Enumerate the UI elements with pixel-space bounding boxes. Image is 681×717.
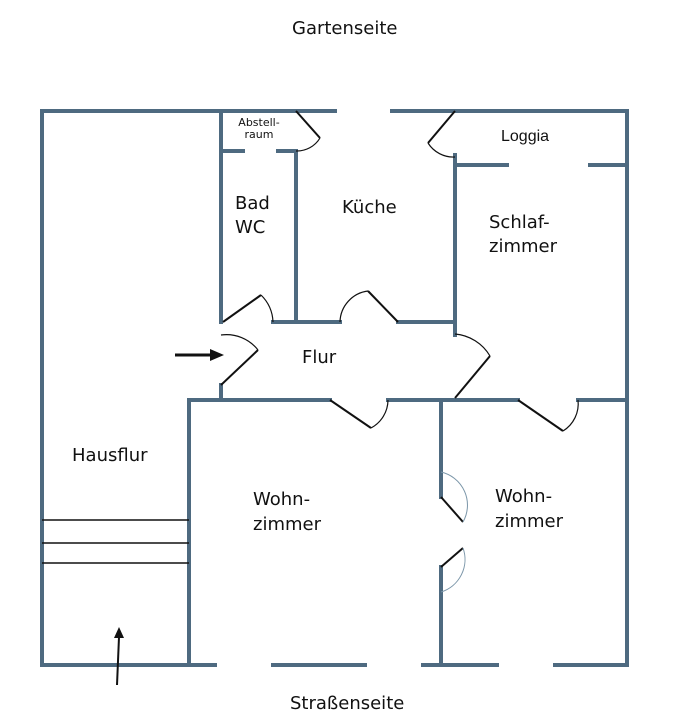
room-label-loggia: Loggia [501, 128, 550, 145]
door-swing-entrance [220, 334, 259, 351]
door-wohn-double-top[interactable] [440, 496, 464, 523]
door-bad[interactable] [222, 294, 262, 323]
room-label-wohnzimmer-left: Wohn- zimmer [253, 489, 321, 536]
arrows [114, 349, 224, 686]
door-entrance[interactable] [220, 349, 259, 386]
door-swing-wohn-double-bottom [440, 547, 466, 593]
door-schlafzimmer[interactable] [454, 355, 491, 399]
street-arrow-icon [116, 636, 120, 686]
room-label-flur: Flur [302, 347, 337, 368]
street-arrowhead-icon [114, 627, 124, 638]
doors [220, 110, 579, 593]
outer-walls [40, 109, 629, 667]
door-wohnzimmer-left[interactable] [329, 399, 372, 429]
door-wohnzimmer-right[interactable] [517, 399, 564, 432]
room-label-bad-wc: Bad WC [235, 193, 270, 239]
room-label-abstellraum: Abstell- raum [238, 116, 280, 141]
door-kueche[interactable] [367, 290, 399, 323]
room-label-hausflur: Hausflur [72, 445, 148, 466]
door-loggia[interactable] [427, 110, 456, 144]
door-swing-loggia [427, 142, 456, 158]
door-abstellraum[interactable] [295, 110, 321, 139]
room-label-kueche: Küche [342, 197, 397, 218]
door-swing-wohnzimmer-right [562, 399, 579, 432]
door-swing-abstellraum [295, 137, 321, 152]
label-strassenseite: Straßenseite [290, 693, 405, 714]
door-swing-bad [260, 294, 274, 323]
room-label-schlafzimmer: Schlaf- zimmer [489, 212, 557, 258]
door-swing-wohnzimmer-left [370, 399, 389, 429]
door-wohn-double-bottom[interactable] [440, 547, 464, 568]
stairs [42, 519, 189, 564]
door-swing-kueche [339, 290, 369, 323]
door-swing-schlafzimmer [454, 333, 491, 357]
door-swing-wohn-double-top [440, 471, 468, 523]
entrance-arrowhead-icon [210, 349, 224, 361]
inner-walls [187, 109, 629, 667]
room-label-wohnzimmer-right: Wohn- zimmer [495, 486, 563, 533]
label-gartenseite: Gartenseite [292, 18, 398, 39]
